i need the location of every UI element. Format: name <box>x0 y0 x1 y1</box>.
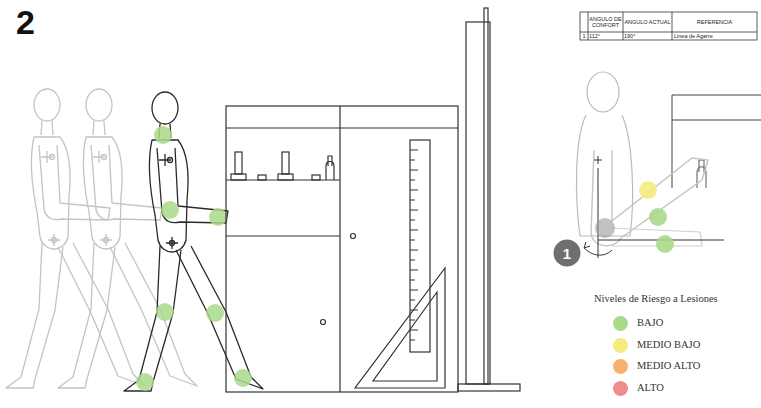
joint-marker <box>156 303 174 321</box>
stand <box>458 8 520 391</box>
joint-markers <box>136 126 252 391</box>
legend-text: ALTO <box>637 382 664 393</box>
joint-marker <box>161 201 179 219</box>
head <box>587 72 619 112</box>
joint-marker <box>234 369 252 387</box>
table-cell: 1 <box>580 32 588 40</box>
table-header: ANGULO ACTUAL <box>623 12 672 32</box>
desk-edge <box>672 95 761 188</box>
table-cell: 112° <box>589 32 623 40</box>
legend-text: MEDIO BAJO <box>637 339 700 350</box>
angle-table <box>580 12 757 40</box>
shelf-item <box>235 152 242 174</box>
ghost-figure <box>6 89 145 388</box>
set-square <box>355 268 445 388</box>
legend-swatch <box>613 316 628 331</box>
angle-arc <box>584 248 612 255</box>
joint-marker <box>206 304 224 322</box>
cabinet-dividers <box>226 106 458 392</box>
arm <box>591 150 708 246</box>
shelf-item <box>312 175 320 180</box>
table-cell: 190° <box>624 32 672 40</box>
ghost-figure <box>58 89 197 388</box>
ruler-ticks <box>410 150 418 340</box>
arrow-head <box>584 242 590 248</box>
legend-swatch <box>613 359 628 374</box>
callout-circle: 1 <box>553 239 581 267</box>
joint-marker <box>649 208 667 226</box>
joint-marker <box>595 218 615 238</box>
joint-cross <box>594 156 602 164</box>
legend-text: BAJO <box>637 317 663 328</box>
callout-fill <box>554 240 581 267</box>
ruler <box>410 140 430 352</box>
joint-marker <box>154 126 172 144</box>
knob <box>351 234 356 239</box>
joint-marker <box>656 235 674 253</box>
cabinet <box>226 106 458 392</box>
legend-title: Niveles de Riesgo a Lesiones <box>594 293 761 307</box>
legend-swatch <box>613 381 628 396</box>
joint-marker <box>639 181 657 199</box>
shelf-item <box>282 152 289 174</box>
stand-pole <box>484 8 488 384</box>
stand-base <box>458 384 520 391</box>
joint-marker <box>136 373 154 391</box>
table-header: ANGULO DE CONFORT <box>588 12 623 32</box>
shelf-item <box>231 174 246 180</box>
shelf-item <box>258 175 266 180</box>
cabinet-outline <box>226 106 458 392</box>
knob <box>321 320 326 325</box>
joint-marker <box>209 208 227 226</box>
shelf-item <box>278 174 293 180</box>
table-cell: Linea de Agarre <box>674 32 757 40</box>
callout-number: 1 <box>563 245 571 262</box>
table-border <box>580 12 757 40</box>
torso <box>576 115 632 236</box>
figure-number: 2 <box>16 3 35 42</box>
angle-axes <box>598 168 724 258</box>
set-square-inner <box>373 292 437 381</box>
table-grid <box>580 12 757 40</box>
main-figure <box>124 92 263 391</box>
stand-body <box>466 22 490 384</box>
seated-figure <box>576 72 761 258</box>
lamp-item <box>326 156 334 180</box>
legend-text: MEDIO ALTO <box>637 360 700 371</box>
legend-swatch <box>613 338 628 353</box>
table-header: REFERENCIA <box>672 12 757 32</box>
lamp-item <box>697 160 706 188</box>
